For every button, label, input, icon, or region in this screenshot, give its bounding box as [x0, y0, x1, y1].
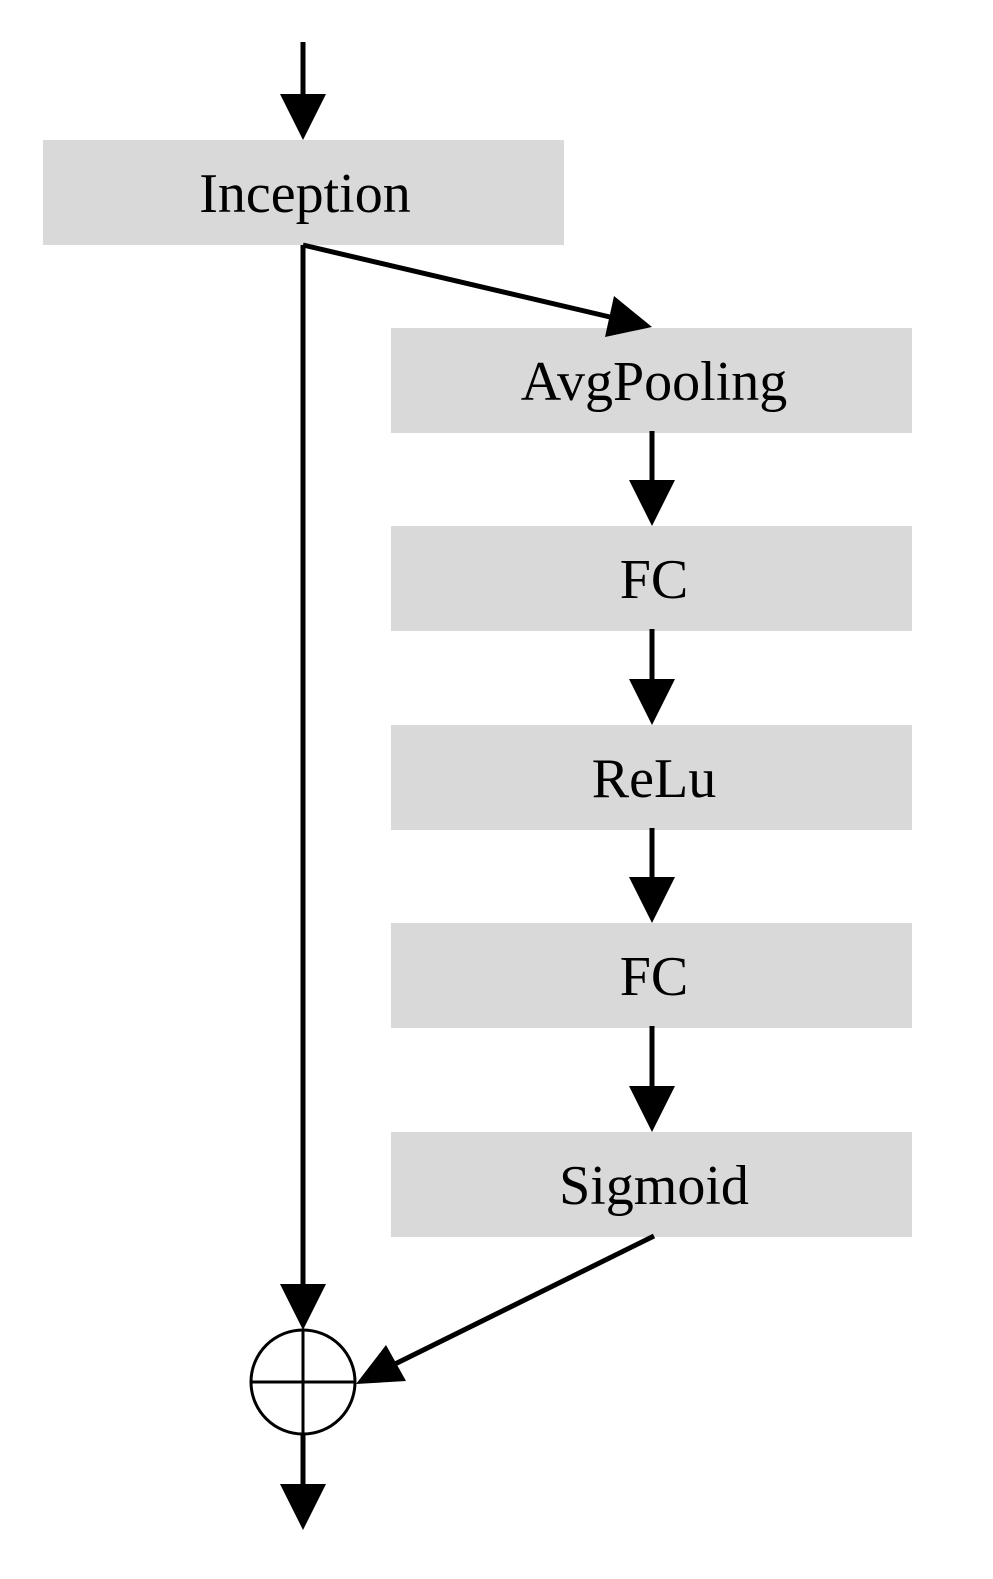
block-fc-1: FC — [391, 526, 912, 631]
arrow-fc1-to-relu — [629, 629, 675, 725]
block-inception: Inception — [43, 140, 564, 245]
arrow-avgpooling-to-fc1 — [629, 431, 675, 526]
arrow-skip-connection — [280, 245, 326, 1330]
block-fc-1-label: FC — [620, 549, 689, 611]
arrow-sigmoid-to-junction — [356, 1233, 656, 1384]
arrow-output — [280, 1434, 326, 1530]
block-fc-2: FC — [391, 923, 912, 1028]
block-relu: ReLu — [391, 725, 912, 830]
arrow-inception-to-avgpooling — [302, 242, 652, 337]
arrow-fc2-to-sigmoid — [629, 1026, 675, 1132]
block-inception-label: Inception — [199, 163, 410, 225]
arrow-input — [280, 42, 326, 140]
arrow-relu-to-fc2 — [629, 828, 675, 923]
block-avgpooling-label: AvgPooling — [521, 351, 788, 413]
block-fc-2-label: FC — [620, 946, 689, 1008]
circle-plus-icon — [249, 1328, 357, 1436]
block-avgpooling: AvgPooling — [391, 328, 912, 433]
block-relu-label: ReLu — [592, 748, 716, 810]
block-sigmoid: Sigmoid — [391, 1132, 912, 1237]
block-sigmoid-label: Sigmoid — [559, 1155, 749, 1217]
